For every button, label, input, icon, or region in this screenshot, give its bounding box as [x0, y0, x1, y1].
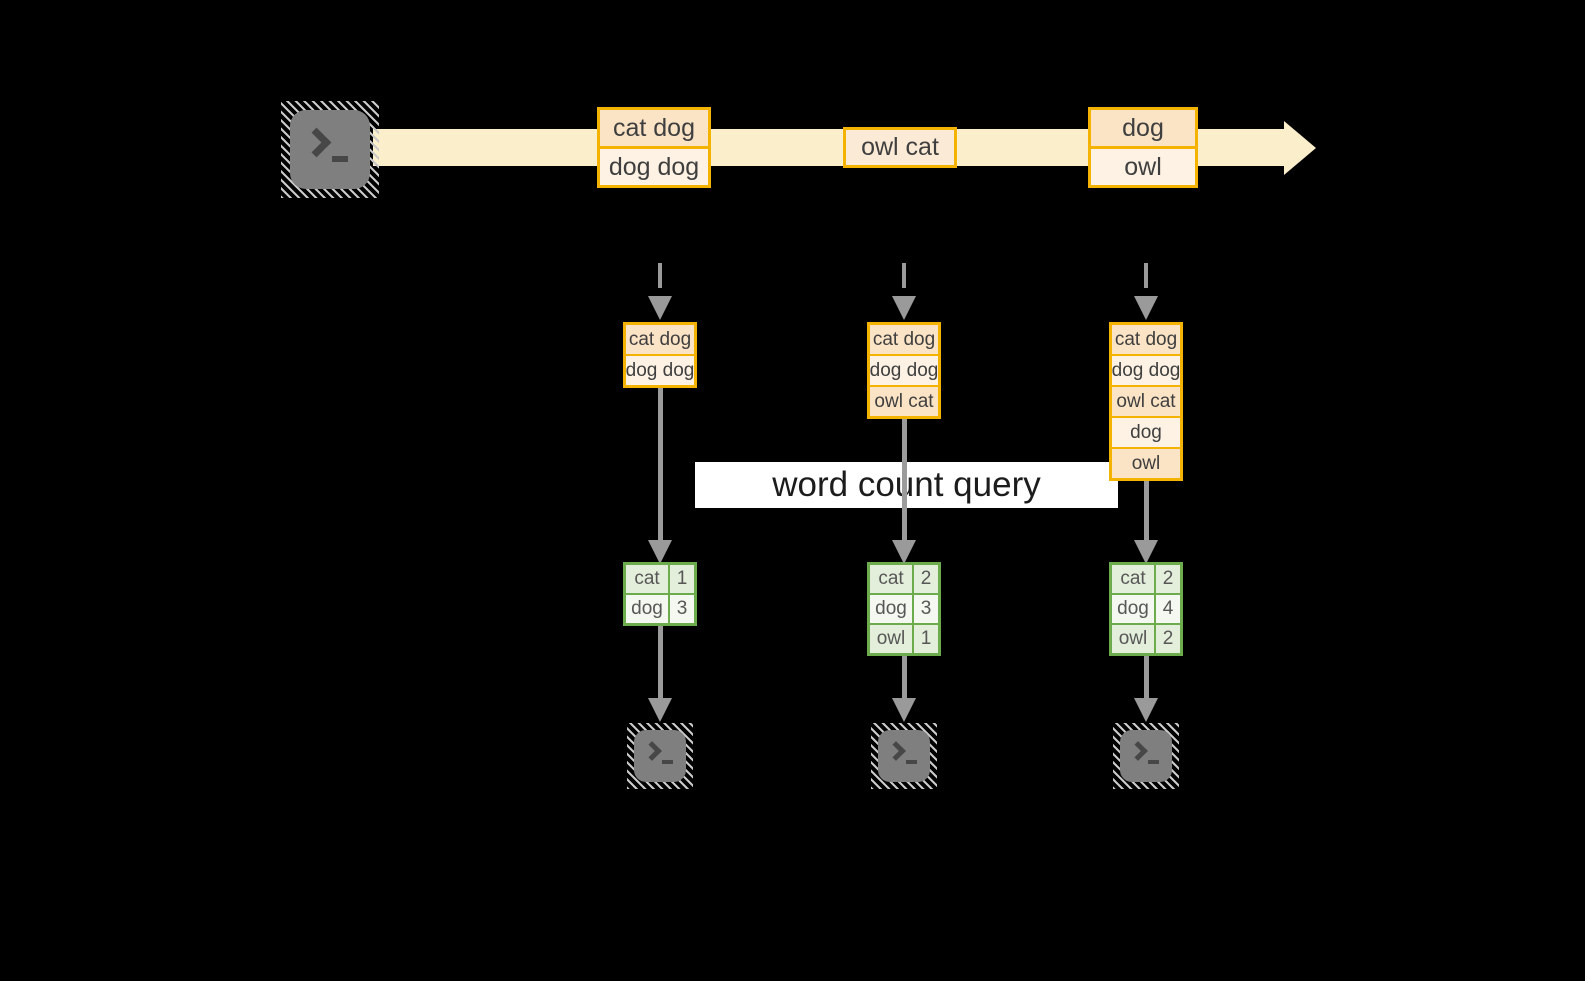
arrow-head-icon	[1134, 698, 1158, 722]
dashed-arrow-head-icon	[648, 296, 672, 320]
event-line: cat dog	[600, 110, 708, 146]
result-word: dog	[1112, 595, 1154, 623]
result-row: cat 2	[1112, 565, 1180, 593]
prompt-chevron-icon	[1128, 741, 1148, 761]
arrow-head-icon	[1134, 540, 1158, 564]
result-count: 2	[1156, 565, 1180, 593]
terminal-icon	[627, 723, 693, 789]
result-count: 3	[914, 595, 938, 623]
batch-line: owl cat	[1112, 387, 1180, 416]
batch-line: cat dog	[1112, 325, 1180, 354]
prompt-underscore-icon	[662, 760, 673, 764]
terminal-icon	[1113, 723, 1179, 789]
stream-arrowhead-icon	[1284, 121, 1316, 175]
batch-stack-1: cat dog dog dog	[623, 322, 697, 388]
stream-event-2: owl cat	[843, 127, 957, 168]
batch-line: dog dog	[870, 356, 938, 385]
result-word: owl	[1112, 625, 1154, 653]
result-word: owl	[870, 625, 912, 653]
batch-line: owl	[1112, 449, 1180, 478]
arrow-head-icon	[892, 698, 916, 722]
dashed-arrow-line	[1144, 263, 1148, 288]
stream-event-3: dog owl	[1088, 107, 1198, 188]
result-count: 2	[914, 565, 938, 593]
batch-line: cat dog	[626, 325, 694, 354]
stream-event-1: cat dog dog dog	[597, 107, 711, 188]
result-row: cat 1	[626, 565, 694, 593]
result-word: cat	[626, 565, 668, 593]
result-table-1: cat 1 dog 3	[623, 562, 697, 626]
dashed-arrow-head-icon	[1134, 296, 1158, 320]
arrow-head-icon	[648, 698, 672, 722]
terminal-screen	[634, 730, 686, 782]
result-row: owl 2	[1112, 625, 1180, 653]
result-word: cat	[1112, 565, 1154, 593]
arrow-head-icon	[892, 540, 916, 564]
dashed-arrow-line	[902, 263, 906, 288]
result-word: cat	[870, 565, 912, 593]
result-row: dog 3	[870, 595, 938, 623]
arrow-line	[902, 656, 907, 698]
result-row: cat 2	[870, 565, 938, 593]
arrow-line	[658, 626, 663, 698]
arrow-line	[1144, 481, 1149, 540]
batch-line: owl cat	[870, 387, 938, 416]
batch-line: cat dog	[870, 325, 938, 354]
prompt-underscore-icon	[1148, 760, 1159, 764]
batch-line: dog dog	[626, 356, 694, 385]
prompt-chevron-icon	[886, 741, 906, 761]
event-line: dog	[1091, 110, 1195, 146]
event-line: owl	[1091, 149, 1195, 185]
batch-line: dog	[1112, 418, 1180, 447]
prompt-chevron-icon	[301, 127, 332, 158]
arrow-line	[658, 388, 663, 540]
result-row: dog 4	[1112, 595, 1180, 623]
result-row: dog 3	[626, 595, 694, 623]
result-word: dog	[626, 595, 668, 623]
result-count: 3	[670, 595, 694, 623]
result-count: 1	[670, 565, 694, 593]
batch-line: dog dog	[1112, 356, 1180, 385]
result-table-3: cat 2 dog 4 owl 2	[1109, 562, 1183, 656]
prompt-underscore-icon	[332, 156, 348, 162]
terminal-screen	[290, 110, 370, 189]
arrow-line	[1144, 656, 1149, 698]
terminal-icon	[871, 723, 937, 789]
result-word: dog	[870, 595, 912, 623]
dashed-arrow-head-icon	[892, 296, 916, 320]
result-table-2: cat 2 dog 3 owl 1	[867, 562, 941, 656]
terminal-icon	[281, 101, 379, 198]
result-count: 4	[1156, 595, 1180, 623]
event-line: owl cat	[846, 130, 954, 165]
result-count: 2	[1156, 625, 1180, 653]
prompt-chevron-icon	[642, 741, 662, 761]
result-row: owl 1	[870, 625, 938, 653]
batch-stack-3: cat dog dog dog owl cat dog owl	[1109, 322, 1183, 481]
dashed-arrow-line	[658, 263, 662, 288]
arrow-head-icon	[648, 540, 672, 564]
event-line: dog dog	[600, 149, 708, 185]
terminal-screen	[1120, 730, 1172, 782]
result-count: 1	[914, 625, 938, 653]
prompt-underscore-icon	[906, 760, 917, 764]
terminal-screen	[878, 730, 930, 782]
arrow-line	[902, 419, 907, 540]
batch-stack-2: cat dog dog dog owl cat	[867, 322, 941, 419]
